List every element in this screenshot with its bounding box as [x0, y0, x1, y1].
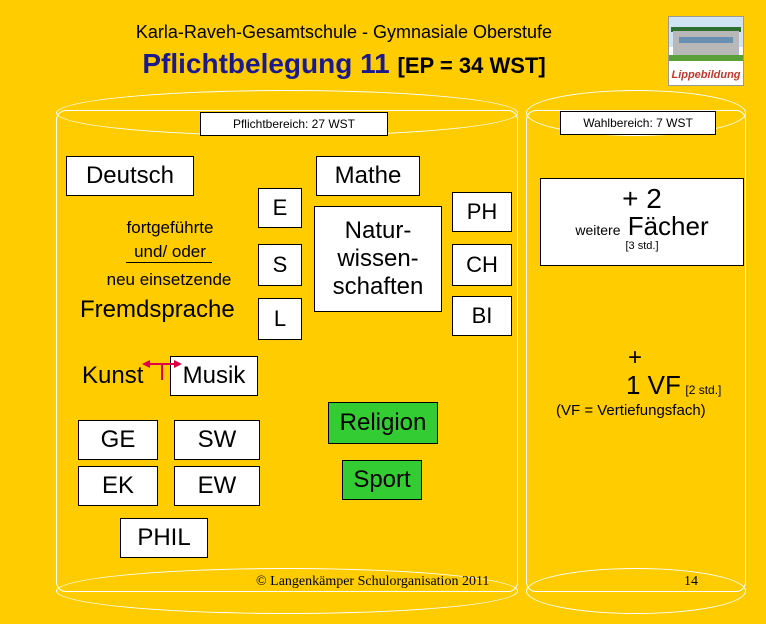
undoder-underline [126, 262, 212, 263]
title-ep: [EP = 34 WST] [397, 53, 546, 78]
neu-label: neu einsetzende [106, 270, 232, 289]
naturwissenschaften-box: Natur- wissen- schaften [314, 206, 442, 312]
plus-label: + [628, 344, 643, 371]
musik-box: Musik [170, 356, 258, 396]
subject-sw-box: SW [174, 420, 260, 460]
weitere-faecher-box: + 2 weitere Fächer [3 std.] [540, 178, 744, 266]
kunst-label: Kunst [82, 362, 144, 389]
subject-ew-box: EW [174, 466, 260, 506]
science-ch-box: CH [452, 244, 512, 286]
copyright-footer: © Langenkämper Schulorganisation 2011 [256, 574, 490, 589]
two-std-label: [2 std.] [685, 383, 722, 397]
sport-box: Sport [342, 460, 422, 500]
plus-two-label: + 2 [622, 183, 662, 214]
pflicht-header: Pflichtbereich: 27 WST [200, 112, 388, 136]
page-number: 14 [684, 574, 698, 589]
page-title: Pflichtbelegung 11 [EP = 34 WST] [0, 48, 688, 80]
vf-line: 1 VF [2 std.] [626, 370, 721, 401]
wahl-header: Wahlbereich: 7 WST [560, 111, 716, 135]
logo-brand: Lippebildung [671, 69, 741, 81]
vf-note: (VF = Vertiefungsfach) [556, 402, 706, 419]
wahl-cylinder-bottom [526, 568, 746, 614]
language-l-box: L [258, 298, 302, 340]
title-main: Pflichtbelegung 11 [142, 48, 390, 79]
school-subtitle: Karla-Raveh-Gesamtschule - Gymnasiale Ob… [135, 22, 553, 42]
school-logo: Lippebildung [668, 16, 744, 86]
language-s-box: S [258, 244, 302, 286]
weitere-label: weitere [575, 222, 621, 238]
faecher-label: Fächer [627, 211, 709, 241]
science-bi-box: BI [452, 296, 512, 336]
natur-line-2: wissen- [337, 245, 419, 272]
phil-box: PHIL [120, 518, 208, 558]
science-ph-box: PH [452, 192, 512, 232]
subject-ek-box: EK [78, 466, 158, 506]
natur-line-1: Natur- [344, 217, 412, 244]
double-arrow-icon [142, 360, 182, 380]
undoder-label: und/ oder [134, 242, 206, 261]
pflicht-cylinder-bottom [56, 568, 518, 614]
three-std-label: [3 std.] [625, 240, 659, 252]
mathe-box: Mathe [316, 156, 420, 196]
vf-label: 1 VF [626, 370, 681, 400]
fremdsprache-label: Fremdsprache [80, 296, 235, 323]
natur-line-3: schaften [332, 273, 424, 300]
language-e-box: E [258, 188, 302, 228]
religion-box: Religion [328, 402, 438, 444]
wahl-cylinder-top [526, 90, 746, 136]
deutsch-box: Deutsch [66, 156, 194, 196]
fortgefuehrte-label: fortgeführte [126, 218, 214, 237]
subject-ge-box: GE [78, 420, 158, 460]
